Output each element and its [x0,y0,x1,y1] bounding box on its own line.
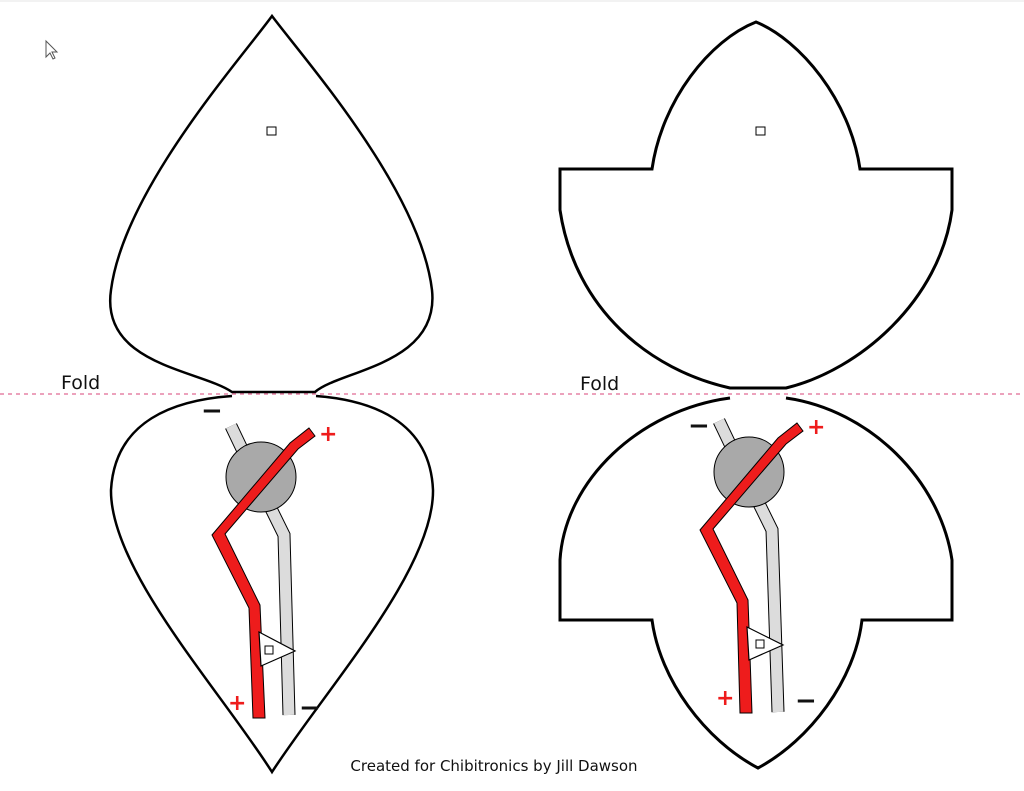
credit-text: Created for Chibitronics by Jill Dawson [350,757,637,775]
right-minus-bottom: − [795,686,817,716]
right-minus-top: − [688,411,710,441]
left-fold-label: Fold [61,372,100,394]
left-plus-bottom: + [228,691,246,716]
left-led-marker-square [264,645,274,655]
mouse-pointer-icon [45,39,59,60]
left-bottom-teardrop-outline [109,394,435,775]
left-top-teardrop-outline [108,13,434,394]
left-template: − + + − Fold [61,13,435,775]
right-plus-top: + [807,415,825,440]
right-bottom-lotus-outline [558,396,954,770]
right-led-marker-square [755,639,765,649]
right-plus-bottom: + [716,686,734,711]
left-minus-top: − [201,396,223,426]
right-top-marker-square [755,126,766,136]
left-minus-bottom: − [299,693,321,723]
left-positive-trace [211,427,316,719]
right-template: − + + − Fold [558,20,954,770]
right-fold-label: Fold [580,373,619,395]
left-led-triangle [258,630,297,667]
right-top-lotus-outline [558,20,954,390]
right-led-triangle [746,625,785,661]
right-positive-trace [699,422,804,714]
left-plus-top: + [319,422,337,447]
left-top-marker-square [266,126,277,136]
